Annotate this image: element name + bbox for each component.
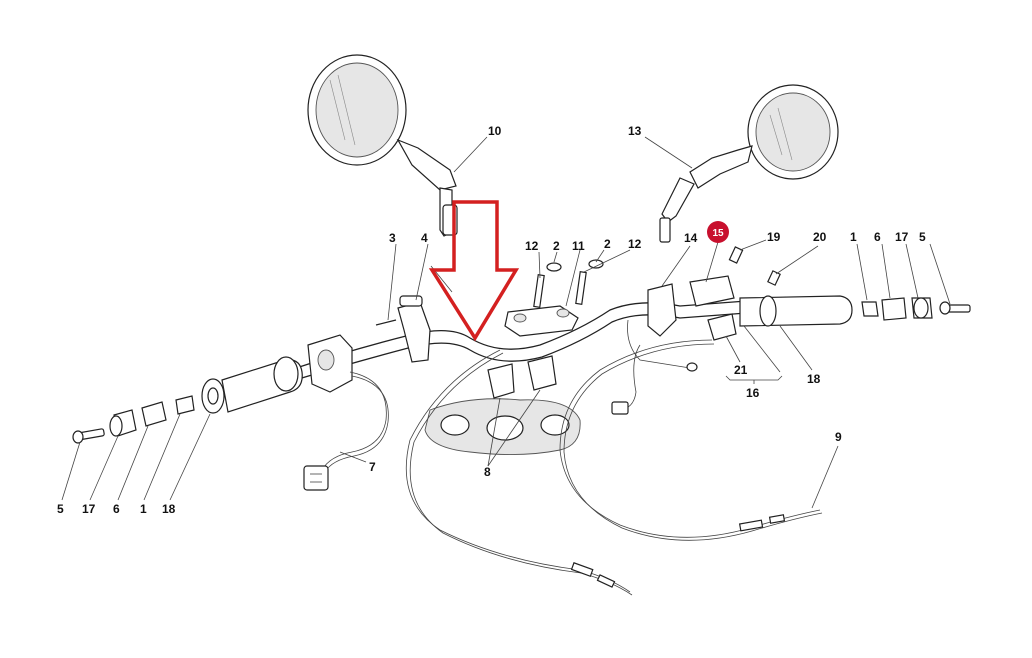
callout-9: 9: [835, 430, 842, 444]
callout-20: 20: [813, 230, 827, 244]
callout-10: 10: [488, 124, 502, 138]
callouts: 10 13 3 4 12 2 11 2 12 14 15 19 20 1 6 1…: [57, 124, 926, 516]
riser-clamp[interactable]: [504, 305, 579, 337]
callout-15: 15: [712, 228, 724, 239]
callout-17-left: 17: [82, 502, 96, 516]
brake-master-hose: [627, 319, 698, 372]
callout-17-right: 17: [895, 230, 909, 244]
right-mirror[interactable]: [659, 84, 839, 243]
triple-clamp: [424, 398, 581, 456]
callout-2-right: 2: [604, 237, 611, 251]
highlight-arrow: [428, 200, 520, 342]
throttle-cable[interactable]: [559, 339, 823, 541]
handlebar-tube[interactable]: [289, 299, 761, 381]
callout-5-left: 5: [57, 502, 64, 516]
callout-1-left: 1: [140, 502, 147, 516]
right-grip[interactable]: [739, 295, 853, 327]
left-switch-wire[interactable]: [303, 371, 389, 491]
callout-5-right: 5: [919, 230, 926, 244]
callout-12-left: 12: [525, 239, 539, 253]
callout-2-left: 2: [553, 239, 560, 253]
callout-18-left: 18: [162, 502, 176, 516]
right-bar-end-parts[interactable]: [861, 297, 971, 321]
callout-8: 8: [484, 465, 491, 479]
callout-13: 13: [628, 124, 642, 138]
callout-14: 14: [684, 231, 698, 245]
callout-7: 7: [369, 460, 376, 474]
callout-19: 19: [767, 230, 781, 244]
callout-12-right: 12: [628, 237, 642, 251]
left-switch-housing[interactable]: [307, 295, 431, 393]
callout-15-badge: 15: [707, 221, 729, 243]
callout-4: 4: [421, 231, 428, 245]
callout-3: 3: [389, 231, 396, 245]
riser-bolts[interactable]: [533, 259, 604, 308]
risers[interactable]: [487, 355, 557, 399]
clutch-cable[interactable]: [405, 349, 633, 596]
callout-16: 16: [746, 386, 760, 400]
callout-1-right: 1: [850, 230, 857, 244]
callout-18-right: 18: [807, 372, 821, 386]
callout-21: 21: [734, 363, 748, 377]
callout-6-right: 6: [874, 230, 881, 244]
left-bar-end-parts[interactable]: [72, 395, 195, 444]
left-grip[interactable]: [201, 356, 303, 414]
throttle-housing[interactable]: [647, 246, 781, 341]
left-mirror[interactable]: [307, 54, 458, 237]
leader-lines: [61, 136, 951, 509]
callout-11: 11: [572, 239, 585, 253]
callout-6-left: 6: [113, 502, 120, 516]
